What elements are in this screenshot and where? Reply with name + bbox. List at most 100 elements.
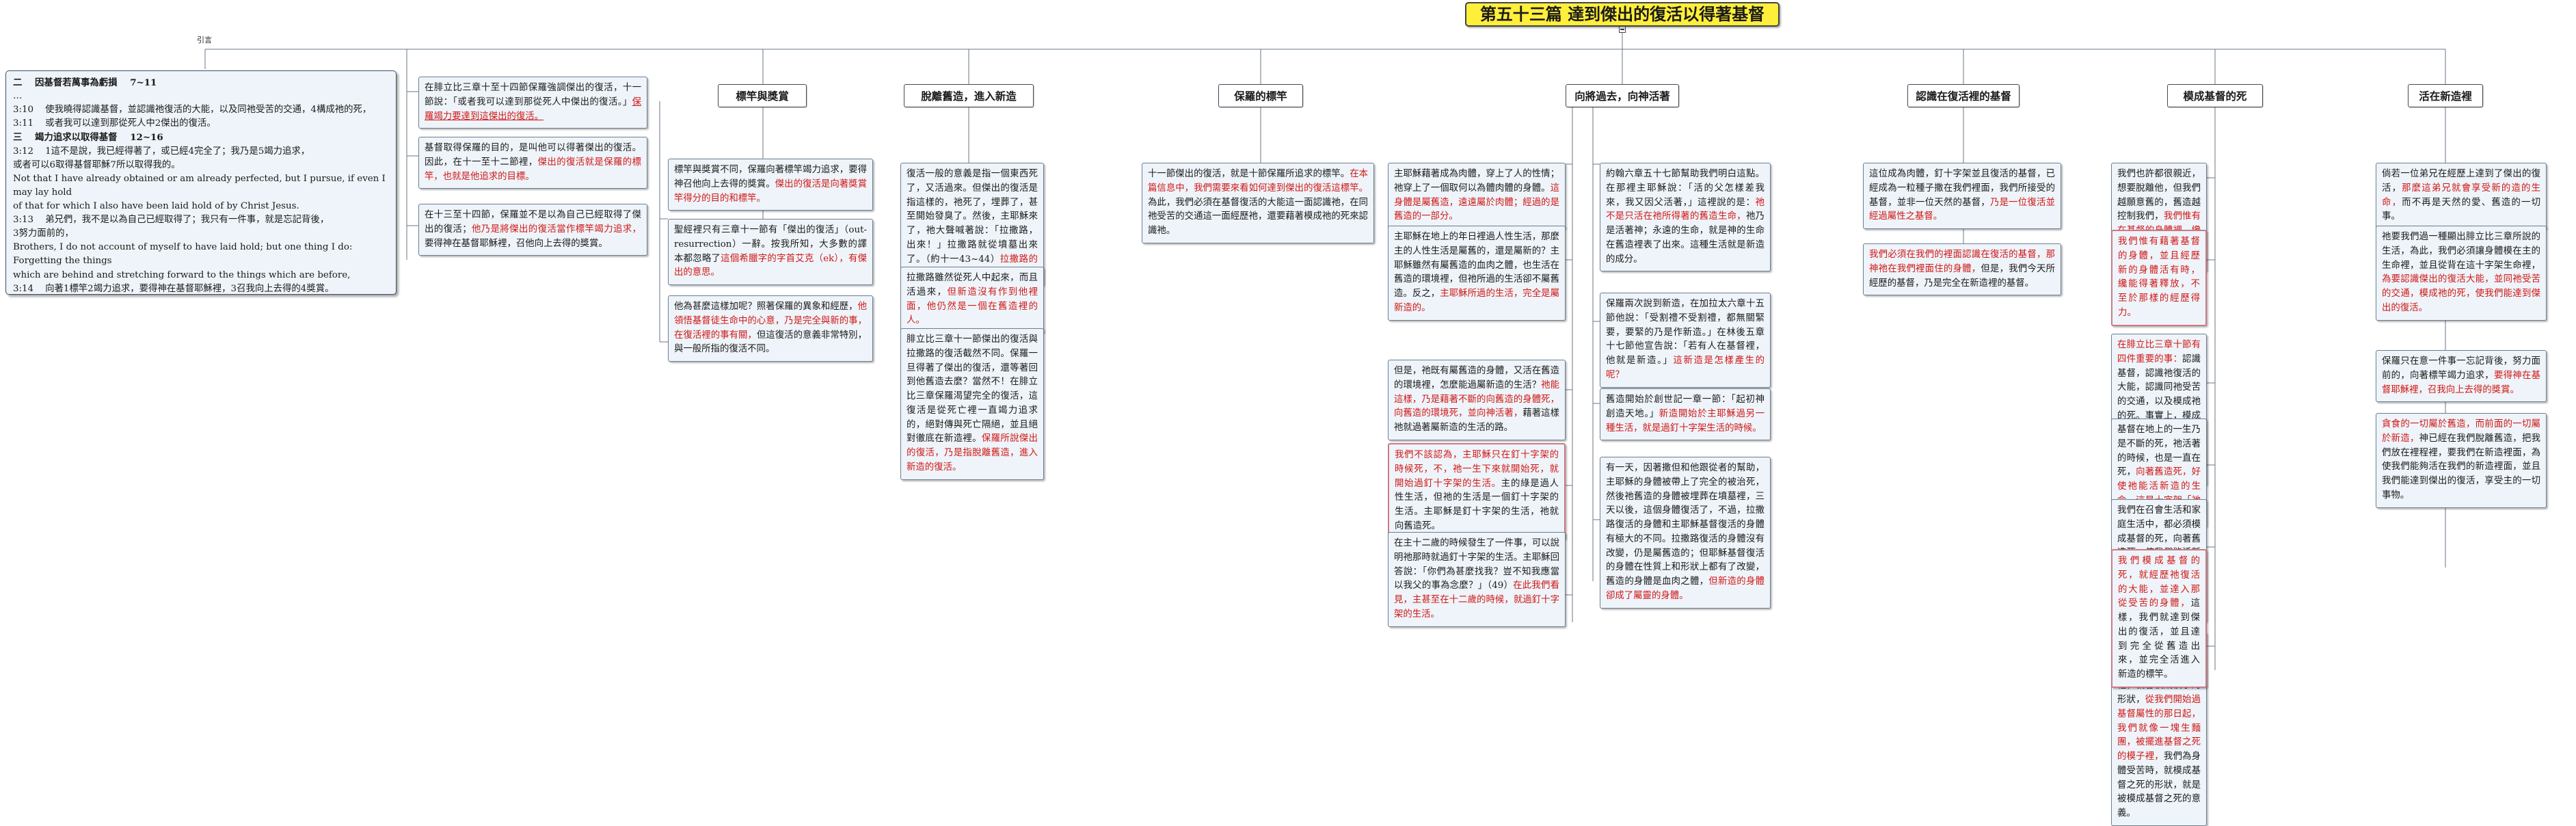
branch-label-3: 保羅的標竿 xyxy=(1234,90,1287,103)
left-note: 引言 xyxy=(197,36,212,44)
card-text: 在主十二歲的時候發生了一件事，可以說明祂那時就過釘十字架的生活。主耶穌回答說：「… xyxy=(1394,538,1559,591)
scripture-line: Not that I have already obtained or am a… xyxy=(13,173,389,198)
highlighted-text: 他乃是將傑出的復活當作標竿竭力追求， xyxy=(471,224,642,235)
note-card[interactable]: 舊造開始於創世記一章一節：「起初神創造天地。」新造開始於主耶穌過另一種生活，就是… xyxy=(1600,388,1771,441)
card-text: 倘若一位弟兄在經歷上達到了傑出的復活， xyxy=(2382,169,2540,194)
card-text: 主耶穌藉著成為肉體，穿上了人的性情；祂穿上了一個取何以為體肉體的身體。 xyxy=(1394,169,1559,194)
card-text: 神已經在我們脫離舊造，把我們放在裡程裡，要我們在新造裡面，為使我們能夠活在我們的… xyxy=(2382,433,2541,501)
branch-3[interactable]: 保羅的標竿 xyxy=(1218,84,1303,107)
scripture-line: which are behind and stretching forward … xyxy=(13,269,351,280)
highlighted-text: 但新造的身體卻成了屬靈的身體。 xyxy=(1606,576,1765,601)
highlighted-text: 在此我們看見，主甚至在十二歲的時候，就過釘十字架的生活。 xyxy=(1394,581,1560,620)
note-card[interactable]: 我們惟有藉著基督的身體，並且經歷新的身體活有時，纔能得著釋放，不至於那樣的經歷得… xyxy=(2111,230,2207,326)
branch-5[interactable]: 認識在復活裡的基督 xyxy=(1907,84,2020,107)
card-text: 而不再是天然的愛、舊造的一切事。 xyxy=(2382,197,2541,222)
highlighted-text: 乃是一位復活並經過屬性之基督。 xyxy=(1869,197,2056,222)
note-card[interactable]: 約翰六章五十七節幫助我們明白這點。在那裡主耶穌說：「活的父怎樣差我來，我又因父活… xyxy=(1600,163,1771,272)
highlighted-text: 保羅所說傑出的復活，乃是指脫離舊造，進入新造的復活。 xyxy=(907,434,1038,472)
scripture-card[interactable]: 二 因基督若萬事為虧損 7~11 … 3:10 使我曉得認識基督，並認識祂復活的大能… xyxy=(5,70,397,295)
note-card[interactable]: 主耶穌藉著成為肉體，穿上了人的性情；祂穿上了一個取何以為體肉體的身體。這身體是屬… xyxy=(1388,163,1566,230)
root-title: 第五十三篇 達到傑出的復活以得著基督 xyxy=(1479,4,1765,24)
scripture-line: 3:12 1這不是說，我已經得著了，或已經4完全了；我乃是5竭力追求， xyxy=(13,146,310,157)
note-card[interactable]: 我們不該認為，主耶穌只在釘十字架的時候死，不，祂一生下來就開始死，就開始過釘十字… xyxy=(1388,443,1566,539)
note-card[interactable]: 我們必須在我們的裡面認識在復活的基督，那神祂在我們裡面住的身體，但是，我們今天所… xyxy=(1863,243,2061,296)
note-card[interactable]: 貪食的一切屬於舊造，而前面的一切屬於新造，神已經在我們脫離舊造，把我們放在裡程裡… xyxy=(2376,413,2547,508)
scripture-line: … xyxy=(13,91,23,102)
highlighted-text: 這新造是怎樣產生的呢？ xyxy=(1606,356,1765,380)
card-text: 聖經裡只有三章十一節有「傑出的復活」（out-resurrection）一辭。按… xyxy=(674,225,867,264)
card-text: 舊造開始於創世記一章一節：「起初神創造天地。」 xyxy=(1606,395,1765,419)
card-text: 但這復活的意義非常特別，與一般所指的復活不同。 xyxy=(674,330,867,355)
card-text: 主的綠是過人性生活，但祂的生活是一個釘十字架的生活。主耶穌是釘十字架的生活，祂就… xyxy=(1395,478,1559,531)
card-text: 這樣，我們就達到傑出的復活，並且達到完全從舊造出來，並完全活進入新造的標竿。 xyxy=(2118,598,2200,680)
root-topic[interactable]: 第五十三篇 達到傑出的復活以得著基督 xyxy=(1465,2,1780,27)
card-text: 要得神在基督耶穌裡，召他向上去得的獎賞。 xyxy=(425,238,608,249)
card-text: 基督取得保羅的目的，是叫他可以得著傑出的復活。因此，在十一至十二節裡， xyxy=(425,143,641,168)
branch-label-4: 向將過去，向神活著 xyxy=(1574,90,1670,103)
branch-label-7: 活在新造裡 xyxy=(2419,90,2472,103)
card-text: 復活一般的意義是指一個東西死了，又活過來。但傑出的復活是指這樣的，祂死了，埋葬了… xyxy=(907,169,1038,265)
branch-label-5: 認識在復活裡的基督 xyxy=(1916,90,2011,103)
highlighted-text: 但新造沒有作到他裡面，他仍然是一個在舊造裡的人。 xyxy=(907,287,1038,326)
scripture-line: 3:13 弟兄們，我不是以為自己已經取得了；我只有一件事，就是忘記背後， xyxy=(13,215,330,226)
note-card[interactable]: 聖經裡只有三章十一節有「傑出的復活」（out-resurrection）一辭。按… xyxy=(668,219,873,286)
highlighted-text: 保羅竭力要達到這傑出的復活。 xyxy=(425,96,641,122)
note-card[interactable]: 在主十二歲的時候發生了一件事，可以說明祂那時就過釘十字架的生活。主耶穌回答說：「… xyxy=(1388,532,1566,627)
card-text: 在十三至十四節，保羅並不是以為自己已經取得了傑出的復活； xyxy=(425,210,641,235)
scripture-line: 或者可以6取得基督耶穌7所以取得我的。 xyxy=(13,159,180,170)
note-card[interactable]: 保羅只在意一件事一忘記背後，努力面前的，向著標竿竭力追求，要得神在基督耶穌裡，召… xyxy=(2376,350,2547,403)
note-card[interactable]: 主耶穌在地上的年日裡過人性生活，那麼主的人性生活是屬舊的，還是屬新的？主耶穌雖然… xyxy=(1388,226,1566,321)
card-text: 有一天，因著撒但和他跟從者的幫助，主耶穌的身體被帶上了完全的被治死，然後祂舊造的… xyxy=(1606,463,1765,587)
note-card[interactable]: 但是，祂既有屬舊造的身體，又活在舊造的環境裡，怎麼能過屬新造的生活？祂能這樣，乃… xyxy=(1388,360,1566,440)
branch-1[interactable]: 標竿與獎賞 xyxy=(718,84,807,107)
scripture-line: 3:10 使我曉得認識基督，並認識祂復活的大能，以及同祂受苦的交通，4構成祂的死… xyxy=(13,105,372,116)
card-text: 但是，我們今天所經歷的基督，乃是完全在新造裡的基督。 xyxy=(1869,263,2056,289)
card-text: 我們也許都很親近，想要脫離他，但我們越願意舊的，舊造越控制我們， xyxy=(2117,169,2201,222)
card-text: 為此，我們必須在基督復活的大能這一面認識祂，在同祂受苦的交通這一面經歷祂，還要藉… xyxy=(1148,197,1368,237)
scripture-line: 二 因基督若萬事為虧損 7~11 xyxy=(13,77,157,88)
note-card[interactable]: 拉撒路雖然從死人中起來，而且活過來，但新造沒有作到他裡面，他仍然是一個在舊造裡的… xyxy=(900,267,1044,334)
note-card[interactable]: 在腓立比三章十至十四節保羅強調傑出的復活，十一節說：「或者我可以達到那從死人中傑… xyxy=(418,77,647,129)
highlighted-text: 祂能這樣，乃是藉著不斷的向舊造的身體死，向舊造的環境死，並向神活著， xyxy=(1394,379,1560,419)
highlighted-text: 祂不是只活在祂所得著的舊造生命， xyxy=(1606,197,1765,222)
card-text: 他為甚麼這樣加呢？照著保羅的異象和經歷， xyxy=(674,302,858,312)
highlighted-text: 這個希臘字的字首艾克（ek），有傑出的意思。 xyxy=(674,253,868,278)
branch-7[interactable]: 活在新造裡 xyxy=(2408,84,2483,107)
branch-label-2: 脫離舊造，進入新造 xyxy=(921,90,1017,103)
scripture-line: of that for which I also have been laid … xyxy=(13,200,299,211)
highlighted-text: 傑出的復活就是保羅的標竿，也就是他追求的目標。 xyxy=(425,157,642,182)
note-card[interactable]: 這位成為肉體，釘十字架並且復活的基督，已經成為一粒種子撒在我們裡面，我們所接受的… xyxy=(1863,163,2061,230)
branch-6[interactable]: 模成基督的死 xyxy=(2167,84,2263,107)
highlighted-text: 為要認識傑出的復活大能，並同祂受苦的交通，模成祂的死，使我們能達到傑出的復活。 xyxy=(2382,274,2540,313)
note-card[interactable]: 有一天，因著撒但和他跟從者的幫助，主耶穌的身體被帶上了完全的被治死，然後祂舊造的… xyxy=(1600,457,1771,609)
highlighted-text: 新造開始於主耶穌過另一種生活，就是過釘十字架生活的時候。 xyxy=(1606,408,1765,434)
note-card[interactable]: 祂要我們過一種顯出腓立比三章所說的生活，為此，我們必須讓身體模在主的生命裡，並且… xyxy=(2376,226,2547,321)
scripture-line: Brothers, I do not account of myself to … xyxy=(13,242,355,267)
note-card[interactable]: 我們模成基督的死，就經歷祂復活的大能，並達入那從受苦的身體，這樣，我們就達到傑出… xyxy=(2111,549,2207,688)
highlighted-text: 那麼這弟兄就會享受新的造的生命， xyxy=(2382,183,2541,208)
note-card[interactable]: 倘若一位弟兄在經歷上達到了傑出的復活，那麼這弟兄就會享受新的造的生命，而不再是天… xyxy=(2376,163,2547,230)
branch-2[interactable]: 脫離舊造，進入新造 xyxy=(904,84,1034,107)
scripture-line: 三 竭力追求以取得基督 12~16 xyxy=(13,132,163,144)
note-card[interactable]: 他為甚麼這樣加呢？照著保羅的異象和經歷，他領悟基督徒生命中的心意，乃是完全與新的… xyxy=(668,295,873,362)
highlighted-text: 我們模成基督的死，就經歷祂復活的大能，並達入那從受苦的身體， xyxy=(2118,556,2200,609)
scripture-line: 3努力面前的， xyxy=(13,228,74,239)
note-card[interactable]: 基督取得保羅的目的，是叫他可以得著傑出的復活。因此，在十一至十二節裡，傑出的復活… xyxy=(418,137,647,189)
branch-4[interactable]: 向將過去，向神活著 xyxy=(1566,84,1679,107)
card-text: 基督在地上的一生乃是不斷的死，祂活著的時候，也是一直在死， xyxy=(2117,425,2201,478)
note-card[interactable]: 在十三至十四節，保羅並不是以為自己已經取得了傑出的復活；他乃是將傑出的復活當作標… xyxy=(418,204,647,256)
note-card[interactable]: 十一節傑出的復活，就是十節保羅所追求的標竿。在本篇信息中，我們需要來看如何達到傑… xyxy=(1142,163,1374,243)
highlighted-text: 這身體是屬舊造，遠遠屬於肉體；經過的是舊造的一部分。 xyxy=(1394,183,1559,222)
note-card[interactable]: 保羅兩次說到新造，在加拉太六章十五節他說：「受割禮不受割禮，都無關緊要，要緊的乃… xyxy=(1600,293,1771,388)
note-card[interactable]: 腓立比三章十一節傑出的復活與拉撒路的復活截然不同。保羅一旦得著了傑出的復活，還等… xyxy=(900,328,1044,480)
note-card[interactable]: 標竿與獎賞不同，保羅向著標竿竭力追求，要得神召他向上去得的獎賞。傑出的復活是向著… xyxy=(668,159,873,211)
card-text: 拉撒路雖然從死人中起來，而且活過來， xyxy=(907,273,1038,297)
card-text: 但是，祂既有屬舊造的身體，又活在舊造的環境裡，怎麼能過屬新造的生活？ xyxy=(1394,366,1559,390)
highlighted-text: 要得神在基督耶穌裡，召我向上去得的獎賞。 xyxy=(2382,370,2541,395)
card-text: 腓立比三章十一節傑出的復活與拉撒路的復活截然不同。保羅一旦得著了傑出的復活，還等… xyxy=(907,334,1038,444)
card-text: 十一節傑出的復活，就是十節保羅所追求的標竿。 xyxy=(1148,169,1350,179)
scripture-line: 3:11 或者我可以達到那從死人中2傑出的復活。 xyxy=(13,118,216,129)
collapse-toggle-icon[interactable] xyxy=(1619,26,1626,33)
highlighted-text: 他領悟基督徒生命中的心意，乃是完全與新的事，在復活裡的事有關， xyxy=(674,302,867,341)
highlighted-text: 我們必須在我們的裡面認識在復活的基督，那神祂在我們裡面住的身體， xyxy=(1869,250,2055,274)
